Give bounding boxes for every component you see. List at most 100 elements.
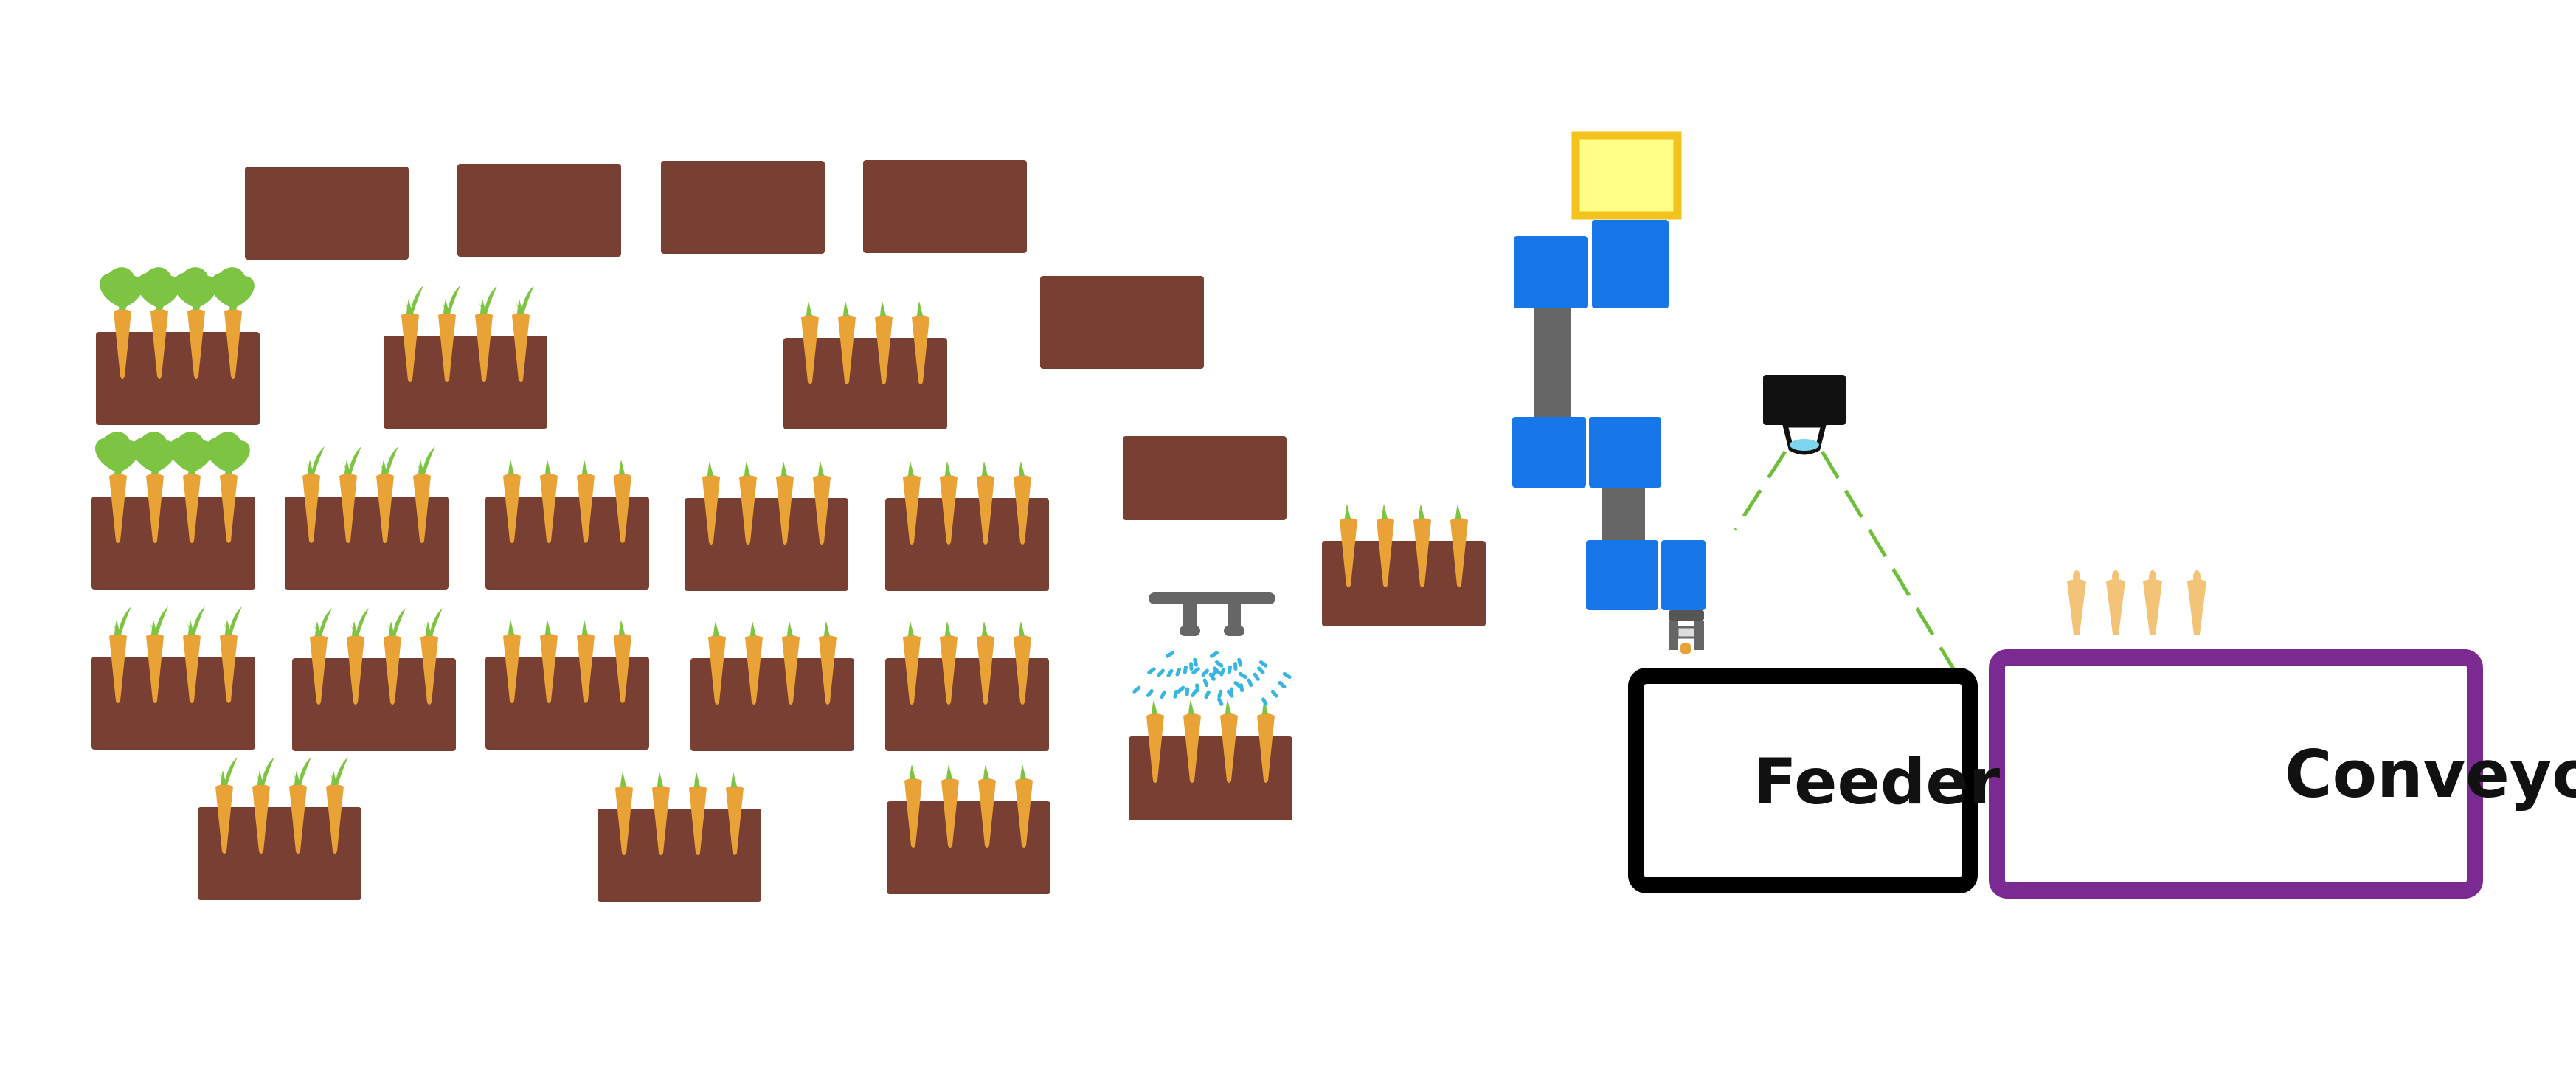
feeder-box [1628,668,1978,893]
carrot-row [307,608,443,705]
leaf-icon [348,446,361,474]
carrot-row [300,446,435,543]
leaf-icon [155,606,168,635]
leaf-icon [373,454,385,473]
carrot-icon [2187,579,2206,635]
carrot-top-icon [582,460,588,474]
conveyor-label: Conveyor [2285,736,2576,812]
soil-bed-icon [292,658,456,751]
carrot-top-icon [818,461,824,476]
carrot-top-icon [824,621,830,636]
carrot-icon [339,474,357,543]
carrot-icon [475,313,493,382]
leaf-cluster-icon [100,267,144,308]
leaf-icon [217,614,229,633]
leaf-icon [224,757,238,785]
water-drop [1147,667,1156,675]
carrot-icon [1340,518,1357,587]
carrot-row [398,286,534,382]
carrot-icon [708,635,726,705]
conveyor-carrots [2067,570,2206,635]
carrot-top-icon [1225,699,1231,714]
carrot-icon [940,635,958,705]
soil-bed-icon [863,160,1027,253]
carrot-icon [413,474,431,543]
carrot-icon [776,475,794,545]
water-drop [1247,678,1253,688]
water-drop [1261,697,1268,706]
soil-bed-icon [783,338,947,429]
soil-bed-icon [245,167,409,260]
leaf-icon [418,615,429,635]
feeder-label: Feeder [1753,745,2001,819]
soil-bed-icon [885,658,1049,751]
soil-bed-icon [598,809,761,902]
carrot-top-icon [657,772,663,787]
water-drop [1201,668,1209,677]
carrot-top-icon [945,461,951,476]
camera-icon [1763,375,1846,455]
water-drop [1177,685,1185,694]
carrot-top-icon [750,621,756,636]
carrot-row [95,432,250,543]
carrot-icon [252,784,270,854]
carrot-icon [745,635,763,705]
water-drop [1204,690,1211,699]
carrot-row [702,461,831,545]
carrot-icon [838,315,856,384]
leaf-icon [484,286,497,314]
carrot-icon [1146,713,1164,783]
carrot-icon [503,634,521,703]
carrot-top-icon [945,621,951,636]
carrot-top-icon [545,460,551,474]
carrot-icon [1413,518,1431,587]
carrot-top-icon [713,621,719,636]
leaf-icon [106,614,118,633]
leaf-icon [300,454,311,473]
carrot-row [801,301,929,384]
leaf-icon [392,608,406,636]
camera-field-of-view [1733,450,1961,679]
water-drop [1132,685,1141,694]
leaf-icon [212,764,224,784]
carrot-icon [289,784,307,854]
leaf-icon [336,454,348,473]
carrot-icon [1183,713,1201,783]
carrot-icon [420,635,438,705]
carrot-icon [183,634,201,703]
water-drop [1278,681,1287,689]
water-drop [1257,666,1265,674]
carrot-icon [941,778,959,848]
leaf-icon [192,606,205,635]
carrot-icon [1220,713,1238,783]
leaf-icon [381,615,392,635]
soil-bed-icon [1040,276,1204,369]
carrot-icon [438,313,456,382]
leaf-cluster-icon [169,432,213,473]
carrot-top-icon [1455,504,1461,519]
carrot-icon [813,475,831,545]
water-drop [1214,660,1224,668]
soil-bed-icon [96,332,260,425]
carrot-icon [904,778,922,848]
carrot-icon [146,474,164,543]
leaf-icon [422,446,435,474]
water-drop [1270,689,1278,698]
carrot-icon [376,474,394,543]
carrot-top-icon [2149,570,2156,584]
carrot-row [903,461,1031,545]
water-drop [1258,660,1268,668]
carrot-icon [782,635,800,705]
leaf-icon [410,454,422,473]
carrot-top-icon [744,461,750,476]
carrot-top-icon [917,301,923,316]
water-drop [1282,671,1292,680]
carrot-top-icon [508,620,514,635]
water-drop [1217,697,1224,706]
leaf-icon [323,764,335,784]
carrot-icon [1257,713,1275,783]
carrot-top-icon [983,764,989,779]
leaf-icon [356,608,369,636]
leaf-icon [410,286,423,314]
